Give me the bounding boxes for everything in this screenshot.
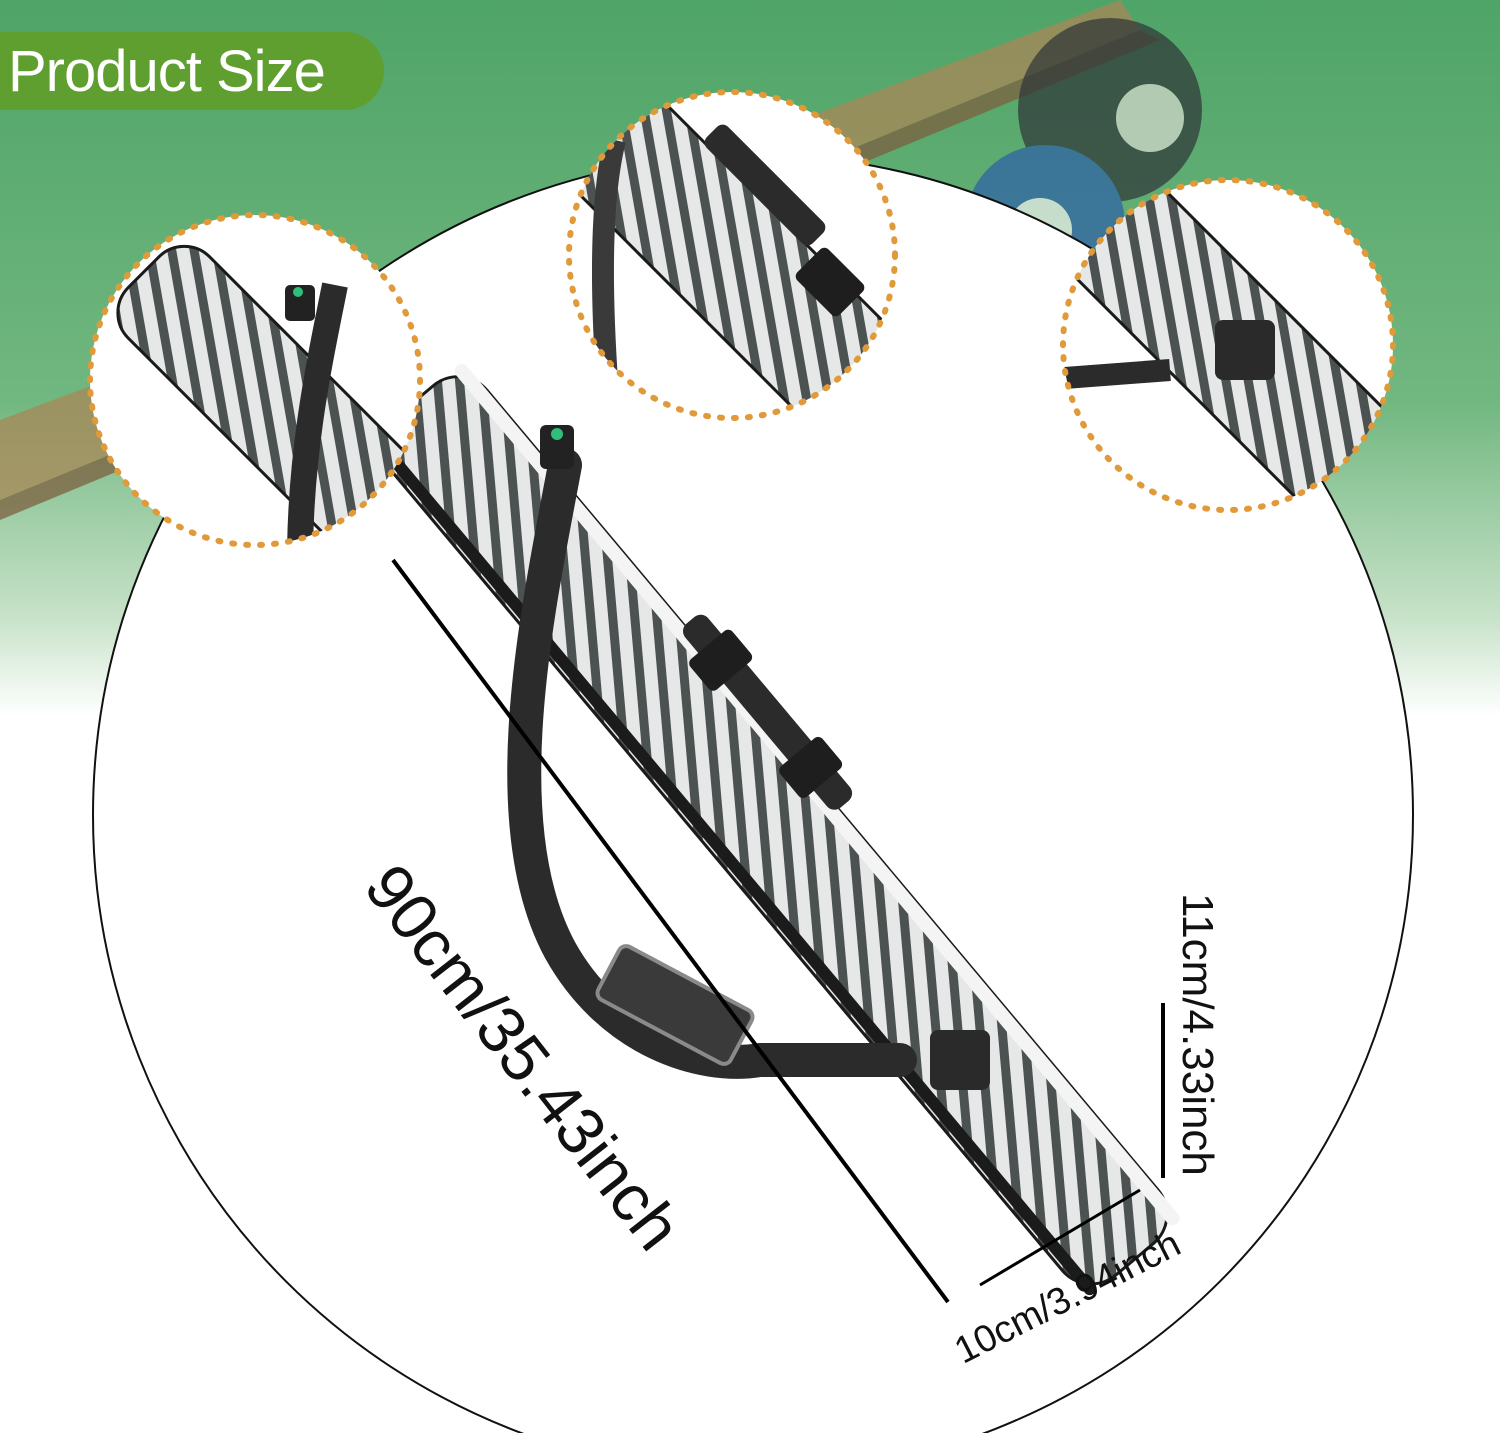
product-size-badge: Product Size — [0, 32, 384, 110]
cue-case — [371, 364, 1180, 1296]
shoulder-strap — [507, 448, 917, 1079]
height-label: 11cm/4.33inch — [1173, 893, 1222, 1176]
badge-label: Product Size — [8, 38, 326, 104]
latch-icon — [540, 425, 574, 469]
shoulder-pad — [595, 944, 755, 1066]
zoom-detail-top — [566, 89, 898, 421]
width-line — [979, 1188, 1141, 1287]
zoom-detail-right — [1060, 177, 1396, 513]
latch-icon — [930, 1030, 990, 1090]
length-line — [391, 558, 950, 1304]
